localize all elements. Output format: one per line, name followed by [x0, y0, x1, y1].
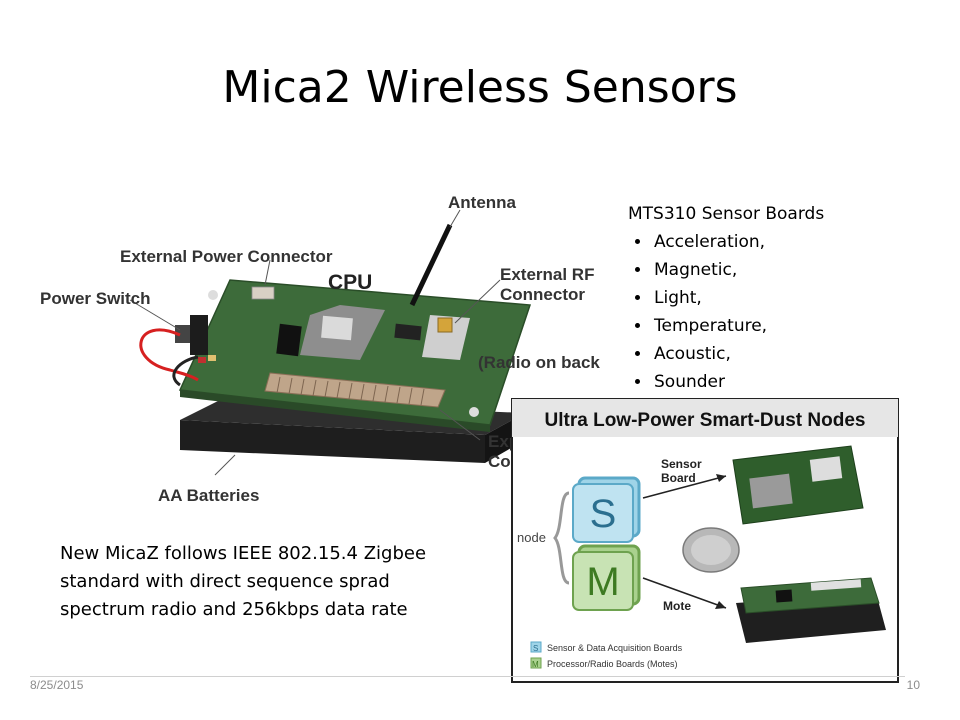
legend-s-letter: S [533, 644, 538, 653]
smart-dust-title: Ultra Low-Power Smart-Dust Nodes [545, 410, 866, 431]
list-item: Light, [652, 284, 824, 312]
sensor-board-list: MTS310 Sensor Boards Acceleration, Magne… [628, 200, 824, 396]
list-item: Magnetic, [652, 256, 824, 284]
label-expansion-2: Co [488, 452, 511, 471]
footer-divider [30, 676, 905, 677]
label-radio-on-back: (Radio on back) [478, 353, 600, 372]
node-label: node [517, 530, 546, 545]
micaz-description: New MicaZ follows IEEE 802.15.4 Zigbee s… [60, 540, 480, 624]
micaz-line-1: New MicaZ follows IEEE 802.15.4 Zigbee [60, 543, 427, 564]
sensor-board-label-2: Board [661, 471, 696, 485]
list-item: Temperature, [652, 312, 824, 340]
label-external-rf-1: External RF [500, 265, 594, 284]
legend-m-label: Processor/Radio Boards (Motes) [547, 659, 678, 669]
s-letter: S [590, 492, 617, 536]
footer-date: 8/25/2015 [30, 678, 84, 692]
m-letter: M [586, 560, 619, 604]
label-power-switch: Power Switch [40, 289, 151, 308]
label-aa-batteries: AA Batteries [158, 486, 259, 505]
label-cpu: CPU [328, 271, 372, 294]
legend-s-label: Sensor & Data Acquisition Boards [547, 643, 683, 653]
label-external-rf-2: Connector [500, 285, 585, 304]
mica2-mote-image: Antenna External Power Connector CPU Pow… [40, 193, 600, 505]
slide-title: Mica2 Wireless Sensors [222, 62, 738, 113]
micaz-line-2: standard with direct sequence sprad [60, 571, 390, 592]
label-external-power: External Power Connector [120, 247, 333, 266]
sensor-board-heading: MTS310 Sensor Boards [628, 204, 825, 224]
micaz-line-3: spectrum radio and 256kbps data rate [60, 599, 408, 620]
list-item: Acceleration, [652, 228, 824, 256]
list-item: Sounder [652, 368, 824, 396]
label-antenna: Antenna [448, 193, 517, 212]
page-number: 10 [906, 678, 920, 692]
list-item: Acoustic, [652, 340, 824, 368]
legend-m-letter: M [532, 660, 539, 669]
smart-dust-nodes-image: Ultra Low-Power Smart-Dust Nodes node S … [511, 398, 899, 683]
mote-label: Mote [663, 599, 691, 613]
sensor-board-label-1: Sensor [661, 457, 702, 471]
